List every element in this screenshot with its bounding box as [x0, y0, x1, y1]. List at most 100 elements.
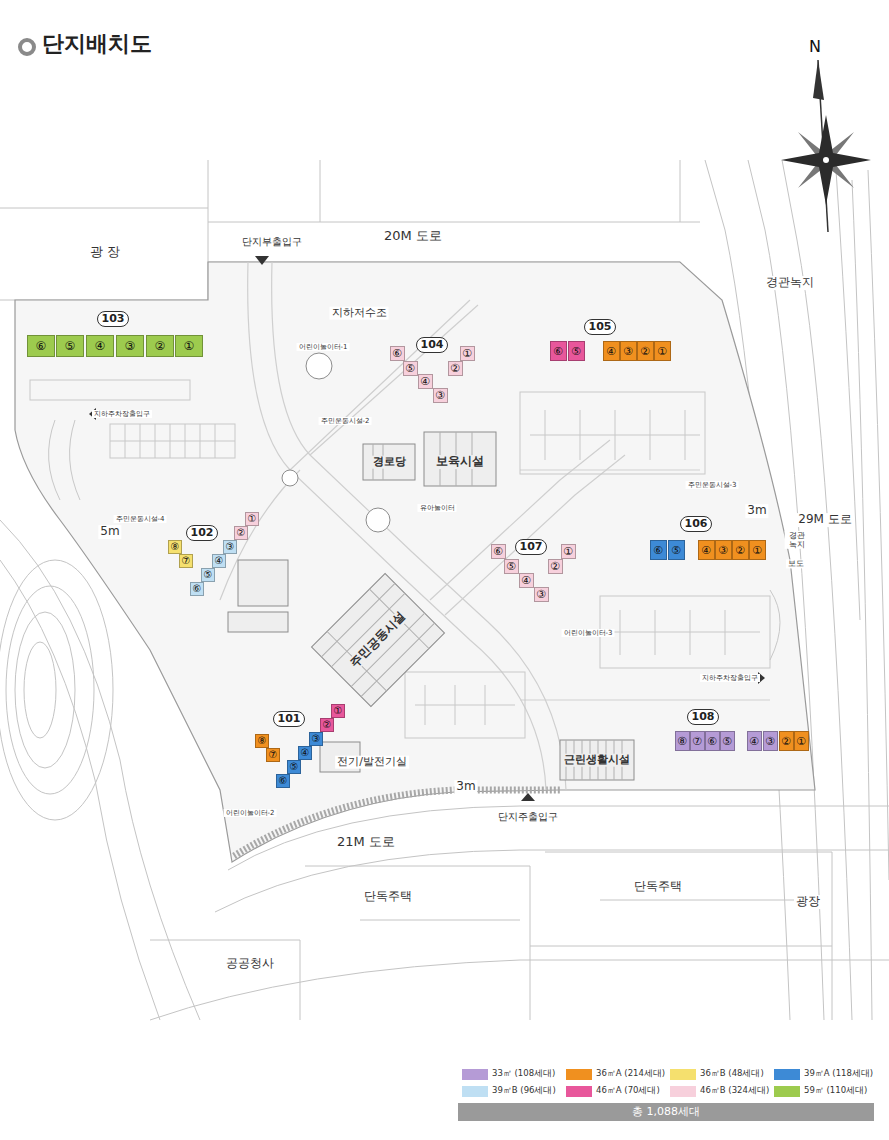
unit-number: ④	[215, 556, 224, 566]
unit-box: ⑤	[287, 760, 301, 774]
map-label: 단지부출입구	[240, 236, 304, 248]
building-block: 101①②③④⑤⑥⑧⑦	[254, 703, 346, 789]
legend-item: 36㎡A (214세대)	[566, 1068, 665, 1080]
map-label: 지하주차장출입구	[700, 674, 760, 682]
legend-text: 46㎡A (70세대)	[596, 1085, 660, 1097]
legend-item: 46㎡B (324세대)	[670, 1085, 769, 1097]
building-block: 102①②③④⑤⑥⑧⑦	[167, 511, 260, 597]
unit-number: ④	[521, 575, 531, 586]
plaza-circle	[282, 470, 298, 486]
unit-number: ⑦	[182, 556, 191, 566]
unit-number: ⑥	[36, 340, 47, 352]
map-label: 총 1,088세대	[630, 1106, 702, 1119]
unit-number: ②	[640, 346, 650, 357]
building-block: 104⑥①⑤②④③	[389, 336, 476, 404]
unit-box: ⑧	[675, 731, 690, 751]
map-label: 보도	[786, 559, 806, 568]
parking-lot	[520, 392, 705, 474]
building-number: 107	[515, 539, 548, 555]
unit-box: ③	[620, 341, 637, 361]
unit-number: ④	[701, 545, 711, 556]
unit-box: ④	[86, 335, 114, 357]
unit-number: ②	[237, 528, 246, 538]
legend-swatch	[670, 1086, 696, 1097]
unit-box: ⑥	[390, 346, 405, 361]
unit-number: ⑥	[707, 736, 717, 747]
building-number: 102	[186, 525, 219, 541]
unit-number: ⑥	[279, 776, 288, 786]
unit-box: ⑤	[201, 568, 215, 582]
compass-rose	[781, 60, 871, 232]
map-label: 어린이놀이터-1	[297, 343, 350, 351]
unit-box: ②	[548, 559, 563, 574]
road-line	[290, 300, 625, 615]
unit-number: ②	[155, 340, 166, 352]
unit-box: ①	[794, 731, 809, 751]
map-label: 전기/발전기실	[335, 756, 409, 769]
map-label: 29M 도로	[796, 513, 853, 527]
parking-lot	[30, 380, 190, 400]
building-number: 105	[584, 319, 617, 335]
unit-box: ③	[223, 540, 237, 554]
map-label: 어린이놀이터-3	[562, 629, 615, 637]
legend-item: 36㎡B (48세대)	[670, 1068, 764, 1080]
facility-footprint	[228, 612, 288, 632]
building-number: 108	[687, 709, 720, 725]
unit-number: ⑦	[269, 750, 278, 760]
map-label: 유아놀이터	[418, 504, 457, 512]
unit-box: ⑦	[690, 731, 705, 751]
unit-box: ④	[212, 554, 226, 568]
legend-text: 33㎡ (108세대)	[492, 1068, 555, 1080]
unit-number: ①	[334, 706, 343, 716]
unit-number: ④	[301, 748, 310, 758]
unit-box: ①	[561, 544, 576, 559]
parking-stalls	[530, 410, 700, 460]
unit-number: ⑥	[193, 584, 202, 594]
unit-box: ④	[519, 573, 534, 588]
unit-box: ⑤	[568, 341, 585, 361]
parking	[30, 380, 780, 738]
surroundings	[0, 160, 889, 1020]
unit-number: ①	[184, 340, 195, 352]
building-number: 106	[680, 516, 713, 532]
unit-number: ③	[623, 346, 633, 357]
contour-line	[6, 586, 94, 794]
unit-number: ①	[657, 346, 667, 357]
unit-box: ③	[116, 335, 144, 357]
unit-box: ③	[309, 732, 323, 746]
unit-box: ③	[715, 540, 732, 560]
unit-box: ⑤	[720, 731, 735, 751]
map-label: 단독주택	[632, 880, 684, 894]
unit-number: ③	[125, 340, 136, 352]
title-icon	[20, 40, 34, 54]
block-outline	[150, 852, 832, 1020]
parking-lot	[600, 596, 770, 668]
total-bar	[458, 1103, 874, 1121]
unit-number: ③	[435, 390, 445, 401]
unit-number: ⑤	[290, 762, 299, 772]
unit-number: ⑤	[571, 346, 581, 357]
unit-box: ⑧	[168, 540, 182, 554]
unit-box: ④	[747, 731, 762, 751]
page-title: 단지배치도	[42, 32, 152, 56]
map-label: 경로당	[371, 456, 408, 469]
map-label: 경관녹지	[764, 276, 816, 290]
playground	[306, 353, 332, 379]
unit-number: ⑤	[65, 340, 76, 352]
unit-box: ②	[448, 361, 463, 376]
unit-number: ④	[95, 340, 106, 352]
road-line	[220, 470, 770, 700]
parking-stalls	[610, 610, 760, 655]
map-label: 공공청사	[224, 957, 276, 971]
facility-footprint	[363, 444, 415, 480]
unit-number: ④	[749, 736, 759, 747]
unit-box: ①	[460, 346, 475, 361]
road-line	[248, 262, 546, 790]
unit-box: ⑤	[668, 540, 685, 560]
unit-box: ②	[320, 718, 334, 732]
unit-box: ⑥	[705, 731, 720, 751]
unit-box: ③	[534, 587, 549, 602]
map-label: 지하주차장출입구	[92, 410, 152, 418]
map-label: 광장	[794, 895, 822, 909]
playground	[366, 508, 390, 532]
